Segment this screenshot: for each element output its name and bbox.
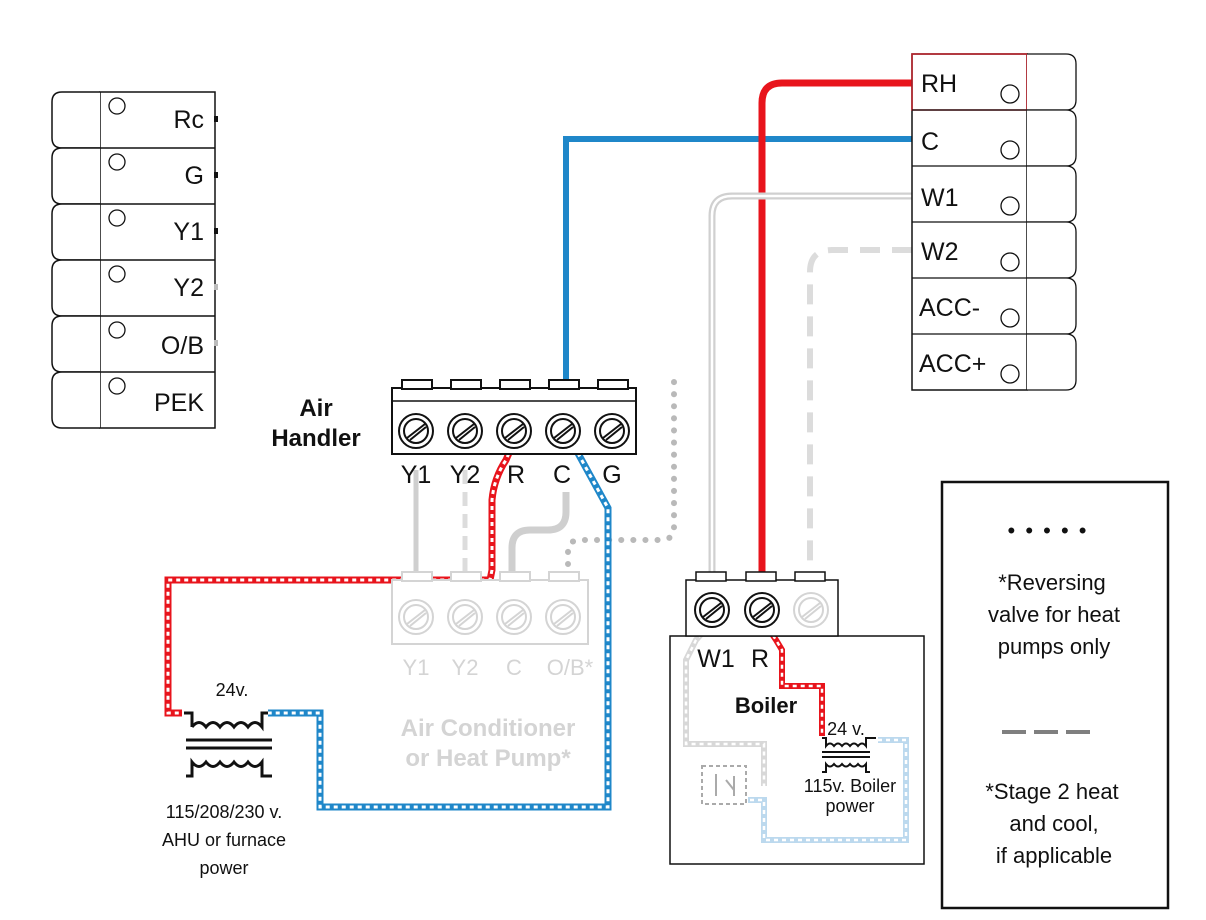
left-terminal-label: G bbox=[185, 162, 204, 190]
transformer-power-label: power bbox=[199, 858, 248, 878]
right-terminal-label: C bbox=[921, 128, 939, 156]
left-terminal-y1: Y1 bbox=[51, 203, 218, 261]
air-handler-terminal-label: R bbox=[507, 461, 525, 489]
ac-title: or Heat Pump* bbox=[405, 745, 571, 772]
transformer-power-label: AHU or furnace bbox=[162, 830, 286, 850]
left-terminal-label: Y2 bbox=[173, 274, 204, 302]
red-rh-wire bbox=[758, 79, 912, 572]
right-terminal-label: ACC- bbox=[919, 294, 980, 322]
right-terminal-c: C bbox=[912, 109, 1077, 167]
left-terminal-pek: PEK bbox=[51, 371, 204, 429]
legend-dotted-text: valve for heat bbox=[988, 602, 1120, 627]
screw-icon bbox=[545, 413, 581, 449]
left-terminal-label: O/B bbox=[161, 332, 204, 360]
right-terminal-label: RH bbox=[921, 70, 957, 98]
ac-terminal-label: Y1 bbox=[403, 655, 430, 680]
left-terminal-label: Y1 bbox=[173, 218, 204, 246]
left-terminal-rc: Rc bbox=[51, 91, 218, 149]
left-terminal-ob: O/B bbox=[51, 315, 218, 373]
screw-icon bbox=[744, 592, 780, 628]
legend-dashed-text: *Stage 2 heat bbox=[985, 779, 1118, 804]
boiler-terminal-label: W1 bbox=[697, 645, 735, 673]
legend-dotted-symbol: • • • • • bbox=[1008, 518, 1089, 543]
left-terminal-g: G bbox=[51, 147, 218, 205]
relay-icon bbox=[701, 765, 747, 805]
transformer-voltage: 24v. bbox=[216, 680, 249, 700]
ac-terminal-label: C bbox=[506, 655, 522, 680]
left-terminal-label: PEK bbox=[154, 389, 204, 417]
left-terminal-label: Rc bbox=[173, 106, 204, 134]
screw-icon bbox=[398, 413, 434, 449]
right-terminal-label: ACC+ bbox=[919, 350, 986, 378]
screw-icon bbox=[496, 413, 532, 449]
boiler-transformer-icon bbox=[822, 737, 876, 773]
ac-terminal-label: Y2 bbox=[452, 655, 479, 680]
right-terminal-rh: RH bbox=[921, 53, 1077, 111]
left-terminal-y2: Y2 bbox=[51, 259, 218, 317]
right-terminal-block: RH C W1 W2 ACC- bbox=[911, 53, 1077, 391]
right-terminal-acc-minus: ACC- bbox=[912, 277, 1077, 335]
right-terminal-w1: W1 bbox=[912, 165, 1077, 223]
air-handler-terminal-label: Y1 bbox=[401, 461, 432, 489]
air-handler-terminal-block: Air Handler Y1 Y2 R C G bbox=[271, 379, 637, 489]
legend-dotted-text: pumps only bbox=[998, 634, 1111, 659]
boiler-power-label: power bbox=[825, 796, 874, 816]
screw-icon bbox=[447, 599, 483, 635]
legend-dashed-text: if applicable bbox=[996, 843, 1112, 868]
legend: • • • • • *Reversing valve for heat pump… bbox=[940, 480, 1170, 910]
boiler-transformer-voltage: 24 v. bbox=[827, 719, 865, 739]
ac-title: Air Conditioner bbox=[401, 715, 576, 742]
transformer-icon bbox=[184, 711, 272, 778]
air-handler-title: Air bbox=[299, 395, 332, 422]
dotted-reversing-wire bbox=[565, 379, 677, 575]
ac-terminal-label: O/B* bbox=[547, 655, 594, 680]
screw-icon bbox=[447, 413, 483, 449]
air-handler-title: Handler bbox=[271, 425, 360, 452]
transformer-left: 24v. 115/208/230 v. AHU or furnace power bbox=[162, 680, 286, 878]
right-terminal-w2: W2 bbox=[912, 221, 1077, 279]
screw-icon bbox=[594, 413, 630, 449]
boiler-red-wire bbox=[761, 620, 825, 736]
screw-icon bbox=[793, 592, 829, 628]
air-handler-terminal-label: G bbox=[602, 461, 621, 489]
screw-icon bbox=[694, 592, 730, 628]
left-terminal-block: Rc G Y1 Y2 O/B bbox=[51, 91, 218, 429]
boiler-title: Boiler bbox=[735, 693, 798, 718]
screw-icon bbox=[545, 599, 581, 635]
air-conditioner-terminal-block: Y1 Y2 C O/B* Air Conditioner or Heat Pum… bbox=[391, 571, 594, 772]
boiler-terminal-label: R bbox=[751, 645, 769, 673]
screw-icon bbox=[398, 599, 434, 635]
blue-c-wire-ah bbox=[268, 444, 612, 811]
air-handler-terminal-label: Y2 bbox=[450, 461, 481, 489]
ac-c-link bbox=[508, 492, 570, 572]
red-r-wire-ah bbox=[164, 444, 516, 717]
right-terminal-acc-plus: ACC+ bbox=[912, 333, 1077, 391]
blue-c-wire bbox=[563, 136, 912, 382]
right-terminal-label: W1 bbox=[921, 184, 959, 212]
wires bbox=[164, 79, 912, 843]
boiler-w1-wire bbox=[683, 620, 767, 786]
boiler: W1 R Boiler 24 v. 115v. Boiler power bbox=[669, 571, 925, 865]
legend-dotted-text: *Reversing bbox=[998, 570, 1106, 595]
screw-icon bbox=[496, 599, 532, 635]
air-handler-terminal-label: C bbox=[553, 461, 571, 489]
transformer-power-label: 115/208/230 v. bbox=[166, 802, 282, 822]
right-terminal-label: W2 bbox=[921, 238, 959, 266]
legend-dashed-text: and cool, bbox=[1009, 811, 1098, 836]
boiler-blue-wire bbox=[748, 737, 909, 843]
boiler-power-label: 115v. Boiler bbox=[804, 776, 896, 796]
dashed-w2-wire bbox=[807, 247, 912, 572]
